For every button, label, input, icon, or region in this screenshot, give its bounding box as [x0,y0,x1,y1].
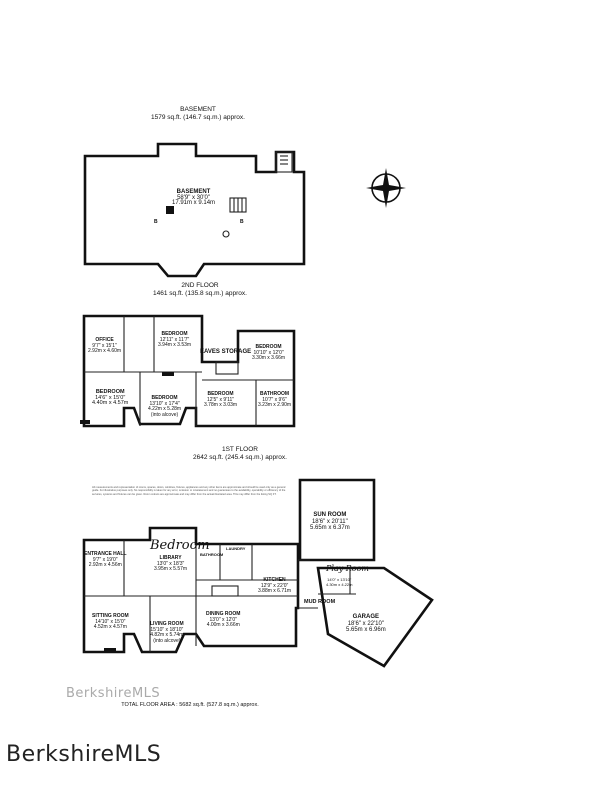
first-floor-main-outline [82,526,300,654]
basement-title: BASEMENT [180,106,216,113]
room-label-library: LIBRARY 13'0" x 18'3" 3.95m x 5.57m [154,555,188,573]
room-label-bathroom: BATHROOM 10'7" x 9'6" 3.23m x 2.90m [258,391,292,409]
room-label-eaves-storage: EAVES STORAGE [200,349,252,355]
room-label: BASEMENT 58'9" x 30'0" 17.91m x 9.14m [172,189,216,207]
room-label-bathroom: BATHROOM [200,552,224,557]
footer-logo: BerkshireMLS [6,742,162,767]
room-label-entrance-hall: ENTRANCE HALL 9'7" x 19'0" 2.92m x 4.56m [84,551,127,569]
room-label-sitting-room: SITTING ROOM 14'10" x 15'0" 4.52m x 4.57… [92,613,129,631]
basement-mark: B [240,219,244,225]
room-label-bedroom: BEDROOM 12'11" x 11'7" 3.94m x 3.53m [158,331,192,349]
room-label-bedroom: BEDROOM 13'10" x 17'4" 4.22m x 5.28m (in… [148,395,182,418]
sun-room-outline [298,478,376,562]
room-label-mud-room: MUD ROOM [304,599,336,605]
total-floor-area: TOTAL FLOOR AREA : 5682 sq.ft. (527.8 sq… [121,702,259,708]
room-label-sun-room: SUN ROOM 18'6" x 20'11" 5.65m x 6.37m [310,512,350,532]
garage-outline [316,566,434,668]
handwritten-play-room: Play Room [326,564,370,573]
room-label-dining-room: DINING ROOM 13'0" x 12'0" 4.00m x 3.66m [206,611,241,629]
room-label-kitchen: KITCHEN 12'9" x 22'0" 3.88m x 6.71m [258,577,292,595]
room-label-bedroom: BEDROOM 14'6" x 15'0" 4.40m x 4.57m [92,389,129,407]
room-label-garage: GARAGE 18'6" x 22'10" 5.65m x 6.96m [346,614,386,634]
watermark: BerkshireMLS [66,686,161,701]
first-floor-title: 1ST FLOOR [221,446,258,453]
room-label-laundry: LAUNDRY [226,546,246,551]
room-label-bedroom: BEDROOM 12'5" x 9'11" 3.78m x 3.03m [204,391,238,409]
compass-icon [366,168,406,208]
room-label-bedroom: BEDROOM 10'10" x 12'0" 3.30m x 3.66m [252,344,286,362]
handwritten-bedroom: Bedroom [150,538,210,553]
first-floor-area: 2642 sq.ft. (245.4 sq.m.) approx. [193,454,287,461]
room-label-office: OFFICE 9'7" x 15'1" 2.92m x 4.60m [88,337,122,355]
room-label-play-room-dims: 14'0" x 13'10" 4.30m x 4.22m [326,577,353,587]
second-floor-title: 2ND FLOOR [181,282,219,289]
basement-outline [83,142,306,278]
room-label-living-room: LIVING ROOM 15'10" x 18'10" 4.82m x 5.74… [150,621,184,644]
basement-area: 1579 sq.ft. (146.7 sq.m.) approx. [151,114,245,121]
basement-mark: B [154,219,158,225]
second-floor-area: 1461 sq.ft. (135.8 sq.m.) approx. [153,290,247,297]
disclaimer-text: All measurements and representation of r… [92,486,286,496]
